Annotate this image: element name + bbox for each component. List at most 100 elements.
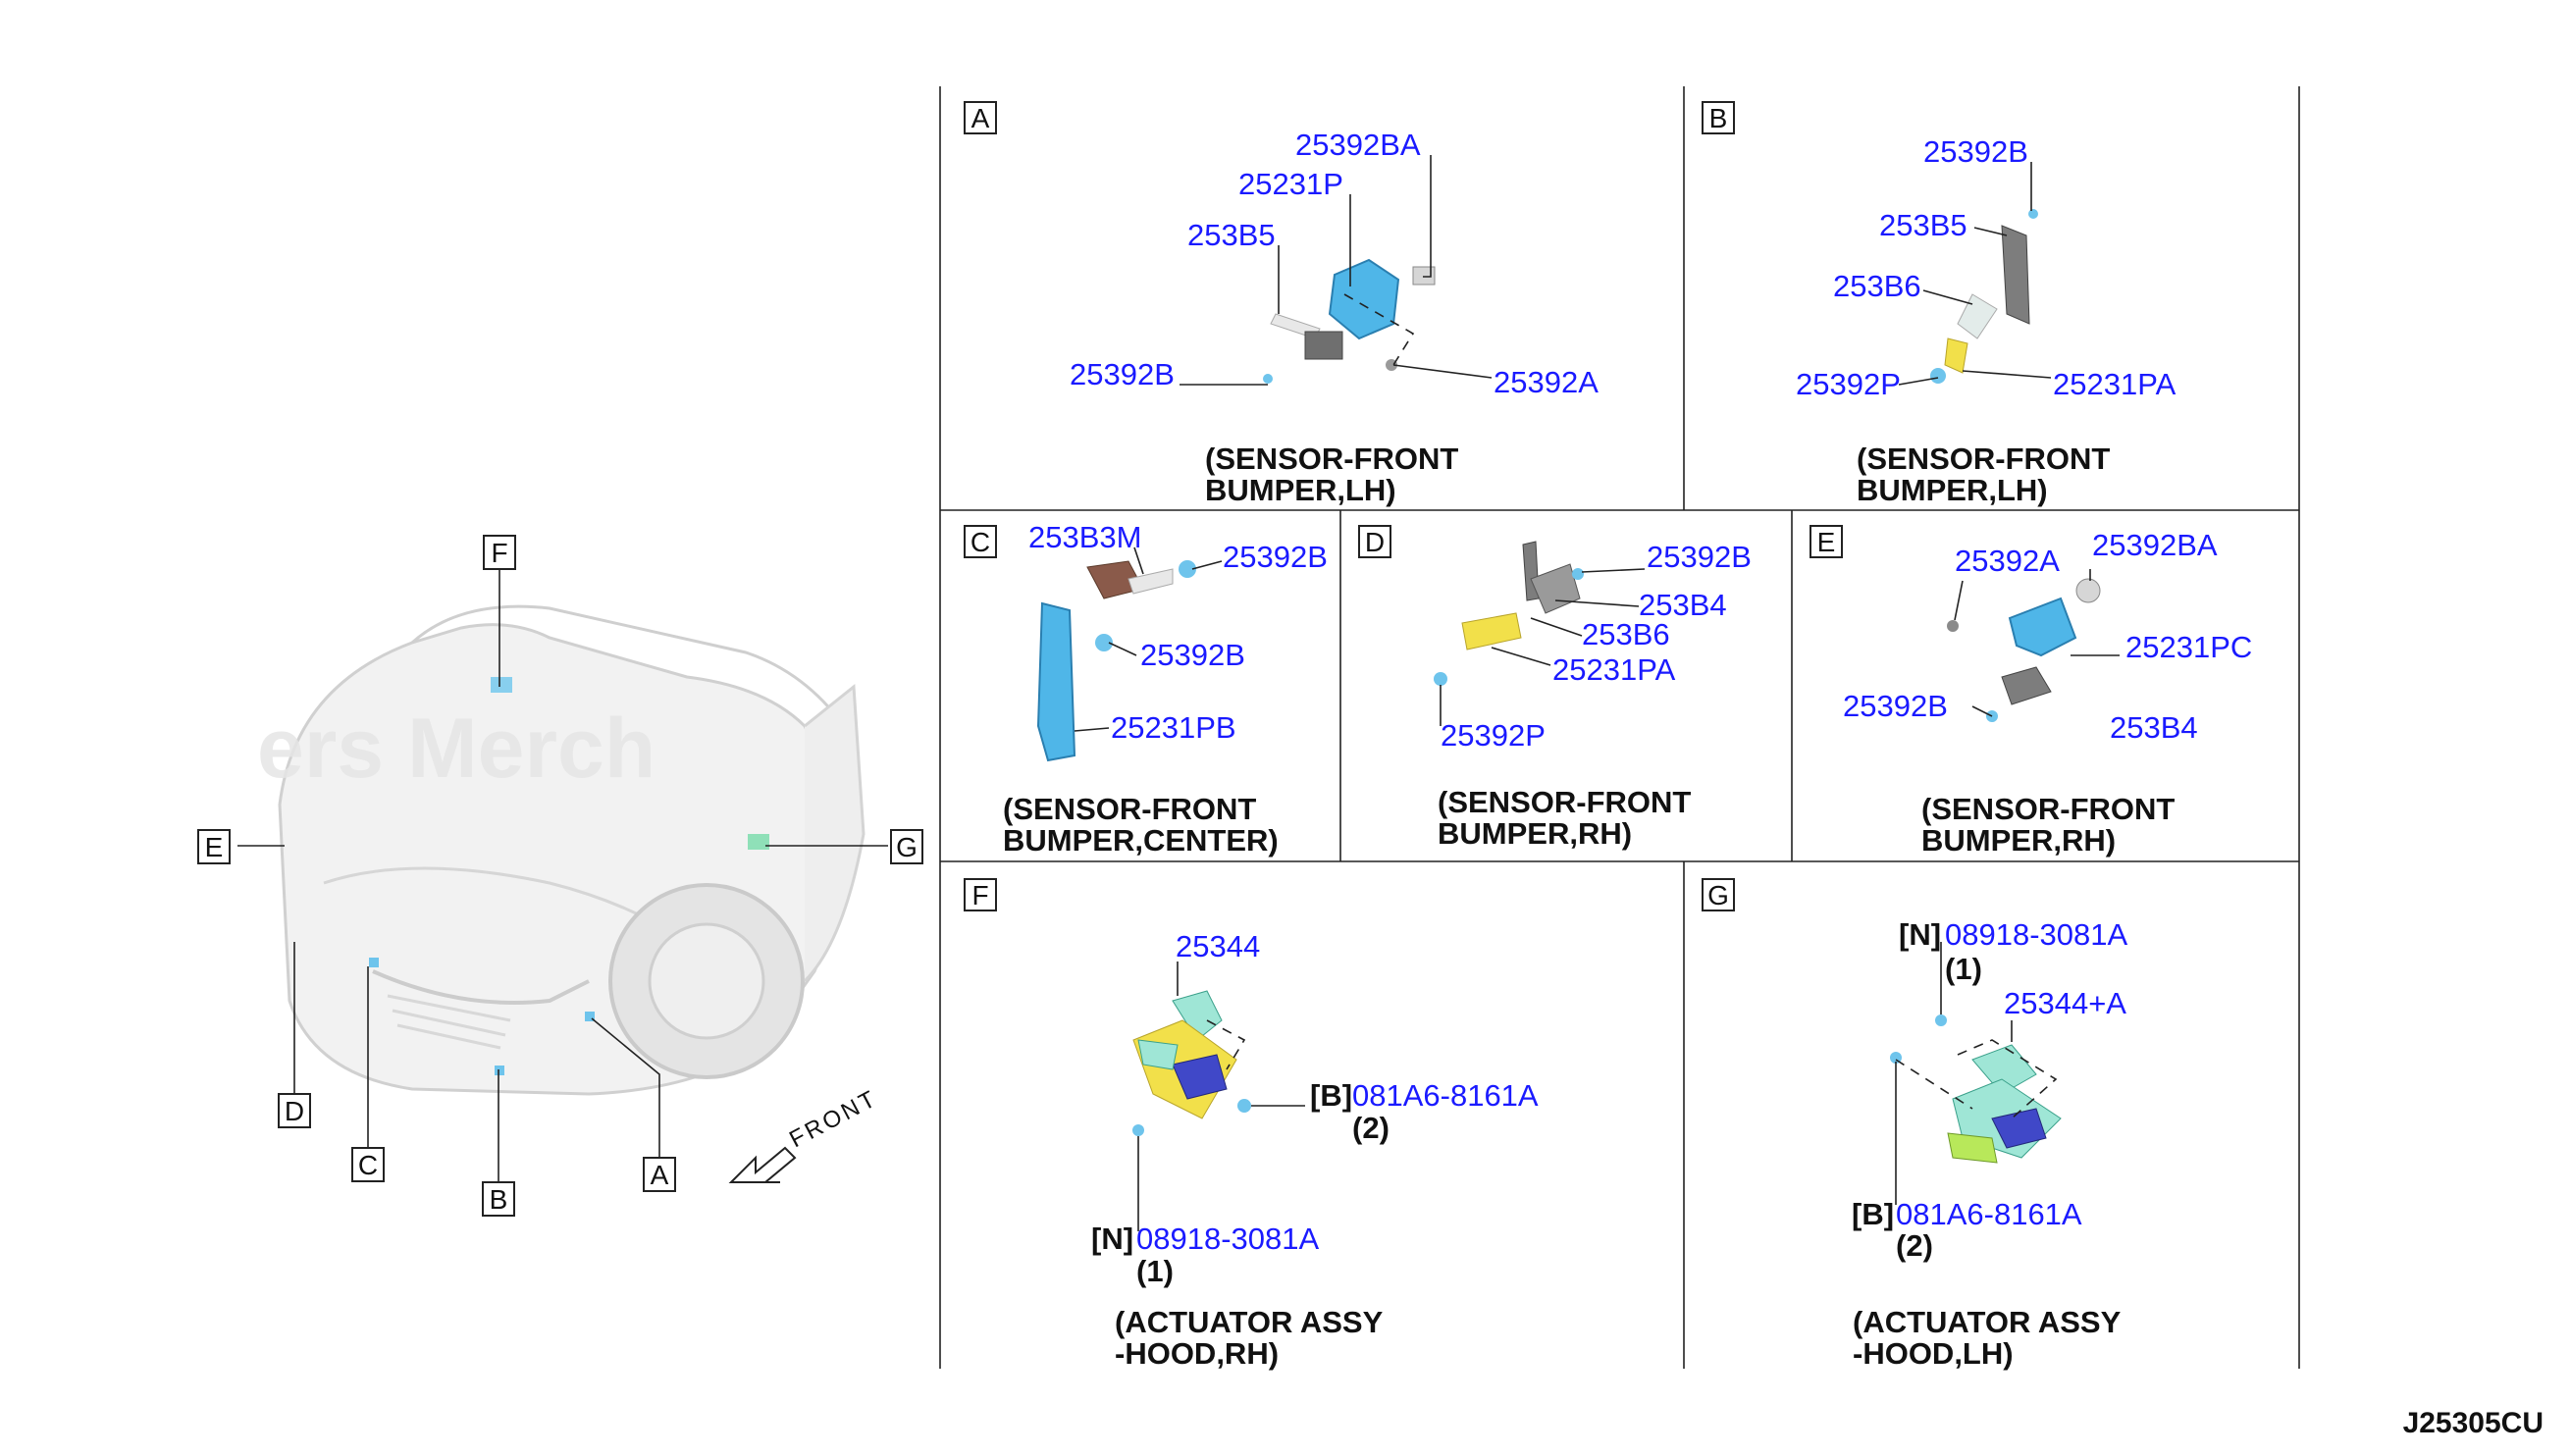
svg-text:G: G (896, 832, 918, 862)
panel-a: A 25392BA 25231P 253B5 25392B 25392A (SE… (964, 101, 1599, 507)
part-253B4-d[interactable]: 253B4 (1639, 588, 1727, 622)
callout-d[interactable]: D (278, 1093, 311, 1128)
caption-c-line2: BUMPER,CENTER) (1003, 823, 1279, 858)
qty-1-g: (1) (1945, 952, 1982, 986)
caption-g-line2: -HOOD,LH) (1853, 1336, 2014, 1371)
part-25231P-a[interactable]: 25231P (1238, 167, 1343, 201)
hood-edge (410, 604, 846, 727)
panel-b-tag (1702, 101, 1735, 134)
panel-a-tag (964, 101, 997, 134)
panel-c-tag (964, 525, 997, 558)
callout-f[interactable]: F (483, 535, 516, 570)
part-25231PA-d[interactable]: 25231PA (1552, 652, 1676, 687)
part-25392P-b[interactable]: 25392P (1796, 367, 1901, 401)
sensor-b-marker (495, 1066, 504, 1075)
sensor-assembly-b (1930, 209, 2038, 384)
part-253B5-b[interactable]: 253B5 (1879, 208, 1967, 242)
part-25392B-d[interactable]: 25392B (1647, 540, 1752, 574)
part-253B6-d[interactable]: 253B6 (1582, 617, 1670, 651)
svg-text:D: D (1365, 527, 1385, 557)
callout-b[interactable]: B (482, 1181, 515, 1217)
caption-g-line1: (ACTUATOR ASSY (1853, 1305, 2122, 1339)
part-25392BA-e[interactable]: 25392BA (2092, 528, 2218, 562)
front-arrow-icon (728, 1146, 797, 1183)
part-25392A-a[interactable]: 25392A (1494, 365, 1599, 399)
svg-text:G: G (1707, 880, 1729, 910)
panel-d-tag (1358, 525, 1391, 558)
svg-text:E: E (205, 832, 224, 862)
caption-e-line2: BUMPER,RH) (1921, 823, 2116, 858)
hood-actuator-f-marker (491, 677, 512, 693)
sensor-assembly-a (1263, 258, 1436, 384)
part-25231PA-b[interactable]: 25231PA (2053, 367, 2177, 401)
caption-f-line2: -HOOD,RH) (1115, 1336, 1279, 1371)
callout-a[interactable]: A (643, 1157, 676, 1192)
callout-e[interactable]: E (197, 829, 231, 864)
svg-text:B: B (1709, 103, 1728, 133)
part-25392B-a[interactable]: 25392B (1070, 357, 1175, 391)
part-25392B-c2[interactable]: 25392B (1140, 638, 1245, 672)
svg-text:D: D (285, 1096, 304, 1126)
svg-text:F: F (491, 538, 507, 568)
svg-text:F: F (971, 880, 988, 910)
part-25344+A-g[interactable]: 25344+A (2004, 986, 2126, 1020)
caption-c-line1: (SENSOR-FRONT (1003, 792, 1256, 826)
sensor-a-marker (585, 1012, 595, 1021)
svg-text:C: C (970, 527, 990, 557)
part-25392A-e[interactable]: 25392A (1955, 544, 2060, 578)
callout-g[interactable]: G (890, 829, 923, 864)
panel-c: C 253B3M 25392B 25392B 25231PB (SENSOR-F… (964, 520, 1328, 858)
svg-text:A: A (651, 1160, 669, 1190)
part-253B5-a[interactable]: 253B5 (1187, 218, 1276, 252)
panel-grid (939, 86, 2300, 1369)
caption-b-line1: (SENSOR-FRONT (1857, 442, 2110, 476)
sensor-assembly-e (1947, 578, 2101, 722)
svg-text:B: B (490, 1184, 508, 1215)
part-25392P-d[interactable]: 25392P (1441, 718, 1546, 753)
grille-slats (387, 994, 511, 1050)
sensor-c-marker (369, 958, 379, 967)
svg-text:E: E (1817, 527, 1836, 557)
hood-actuator-assembly-f (1132, 990, 1251, 1136)
tag-b-f: [B] (1310, 1078, 1352, 1113)
sensor-assembly-c (1036, 560, 1196, 762)
caption-a-line2: BUMPER,LH) (1205, 473, 1396, 507)
panel-e-tag (1809, 525, 1843, 558)
document-id: J25305CU (2403, 1407, 2544, 1439)
tag-b-g: [B] (1852, 1197, 1894, 1231)
part-25231PB-c[interactable]: 25231PB (1111, 710, 1236, 745)
part-25392BA-a[interactable]: 25392BA (1295, 128, 1421, 162)
callout-c[interactable]: C (351, 1147, 385, 1182)
panel-g: G [N] 08918-3081A (1) 25344+A [B] 081A6-… (1702, 878, 2127, 1371)
hood-actuator-assembly-g (1890, 1014, 2062, 1164)
part-25392B-e[interactable]: 25392B (1843, 689, 1948, 723)
part-08918-3081A-g[interactable]: 08918-3081A (1945, 917, 2127, 952)
tag-n-f: [N] (1091, 1222, 1133, 1256)
grille (372, 969, 590, 1005)
wheel-rim (648, 922, 765, 1040)
hood-actuator-g-marker (748, 834, 769, 850)
panel-f: F 25344 [B] 081A6-8161A (2) [N] 08918-30… (964, 878, 1539, 1371)
part-253B4-e[interactable]: 253B4 (2110, 710, 2198, 745)
part-25231PC-e[interactable]: 25231PC (2125, 630, 2252, 664)
part-08918-3081A-f[interactable]: 08918-3081A (1136, 1222, 1319, 1256)
qty-2-f: (2) (1352, 1111, 1390, 1145)
part-081A6-8161A-g[interactable]: 081A6-8161A (1896, 1197, 2082, 1231)
panel-f-tag (964, 878, 997, 911)
caption-e-line1: (SENSOR-FRONT (1921, 792, 2175, 826)
svg-text:A: A (971, 103, 990, 133)
svg-text:C: C (358, 1150, 378, 1180)
part-253B6-b[interactable]: 253B6 (1833, 269, 1921, 303)
part-081A6-8161A-f[interactable]: 081A6-8161A (1352, 1078, 1539, 1113)
panel-e: E 25392A 25392BA 25231PC 25392B 253B4 (S… (1809, 525, 2252, 858)
right-fender (803, 684, 865, 983)
panel-d: D 25392B 253B4 253B6 25231PA 25392P (SEN… (1358, 525, 1752, 851)
caption-f-line1: (ACTUATOR ASSY (1115, 1305, 1384, 1339)
part-25392B-b[interactable]: 25392B (1923, 134, 2028, 169)
tag-n-g: [N] (1899, 917, 1941, 952)
part-25344-f[interactable]: 25344 (1176, 929, 1260, 963)
part-253B3M-c[interactable]: 253B3M (1028, 520, 1141, 554)
part-25392B-c1[interactable]: 25392B (1223, 540, 1328, 574)
panel-g-tag (1702, 878, 1735, 911)
